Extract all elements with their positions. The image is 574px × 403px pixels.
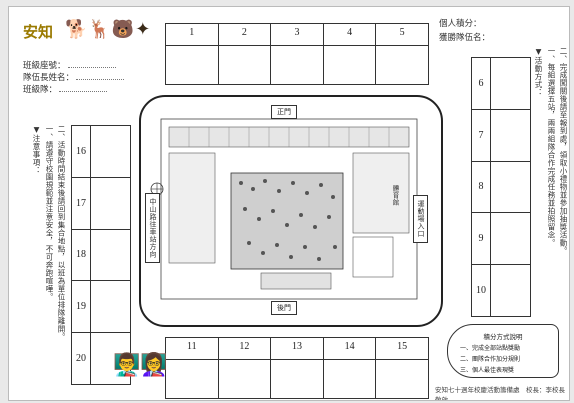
stamp-cell[interactable]: 7 [472, 108, 530, 161]
name-label: 隊伍長姓名： [23, 73, 75, 83]
stamp-number: 5 [376, 24, 428, 46]
stamp-grid-right: 6 7 8 9 10 [471, 57, 531, 317]
rules-right-line2: 二、完成闖關後請至報到處，領取小禮物並參加抽獎活動。 [559, 47, 568, 255]
class-line [67, 59, 116, 68]
badge-row-3: 三、個人最佳表現獎 [460, 367, 515, 374]
personal-score-label: 個人積分： [439, 19, 482, 29]
right-entrance-label: 運動場入口 [413, 195, 428, 243]
animal-decoration-icon: 🐕🦌🐻✦ [65, 19, 152, 40]
stamp-number: 19 [72, 281, 91, 333]
campus-map: 正門 後門 中山路往車站方向 運動場入口 體育館 [139, 95, 443, 327]
name-line [76, 71, 125, 80]
stamp-number: 14 [323, 338, 376, 360]
team-field[interactable]: 班級隊： [23, 83, 108, 95]
team-line [59, 83, 108, 92]
stamp-number: 4 [323, 24, 376, 46]
rules-left-line2: 二、活動時間結束後請回到集合地點，以班為單位排隊離開。 [57, 125, 66, 341]
stamp-cell[interactable]: 1 [166, 24, 218, 84]
stamp-number: 9 [472, 213, 491, 265]
stamp-cell[interactable]: 18 [72, 228, 130, 281]
rules-left-title: ▼注意事項： [32, 125, 41, 175]
stamp-cell[interactable]: 16 [72, 126, 130, 177]
stamp-number: 3 [271, 24, 323, 46]
stamp-cell[interactable]: 10 [472, 264, 530, 316]
stamp-cell[interactable]: 4 [322, 24, 376, 84]
stamp-number: 18 [72, 229, 91, 281]
top-gate-label: 正門 [271, 105, 297, 119]
member-label: 獲勝隊伍名： [439, 33, 491, 43]
class-label: 班級座號： [23, 61, 66, 71]
stamp-number: 10 [472, 265, 491, 316]
stamp-cell[interactable]: 8 [472, 160, 530, 213]
name-field[interactable]: 隊伍長姓名： [23, 71, 125, 83]
stamp-cell[interactable]: 12 [217, 338, 271, 398]
stamp-number: 17 [72, 177, 91, 229]
stamp-number: 16 [72, 126, 91, 177]
stamp-cell[interactable]: 11 [166, 338, 218, 398]
stamp-number: 15 [376, 338, 428, 360]
rules-right-line1: 一、每組選擇五站，兩兩組隊合作完成任務並拍照留念。 [547, 47, 556, 247]
stamp-grid-top: 1 2 3 4 5 [165, 23, 429, 85]
stamp-grid-bottom: 11 12 13 14 15 [165, 337, 429, 399]
stamp-cell[interactable]: 5 [375, 24, 428, 84]
right-building-label: 體育館 [391, 185, 399, 206]
team-label: 班級隊： [23, 85, 58, 95]
stamp-cell[interactable]: 19 [72, 280, 130, 333]
badge-title: 積分方式說明 [483, 333, 523, 341]
score-badge: 積分方式說明 一、完成全部站點獎勵 二、團隊合作加分規則 三、個人最佳表現獎 [447, 324, 559, 378]
school-logo: 安知 [23, 23, 54, 41]
stamp-cell[interactable]: 20 [72, 332, 130, 384]
stamp-cell[interactable]: 6 [472, 58, 530, 109]
bottom-gate-label: 後門 [271, 301, 297, 315]
stamp-number: 6 [472, 58, 491, 109]
worksheet-page: 安知 🐕🦌🐻✦ 個人積分： 獲勝隊伍名： 班級座號： 隊伍長姓名： 班級隊： 1… [8, 6, 570, 401]
badge-row-2: 二、團隊合作加分規則 [460, 356, 521, 363]
stamp-grid-left: 16 17 18 19 20 [71, 125, 131, 385]
stamp-number: 2 [218, 24, 271, 46]
stamp-number: 11 [166, 338, 218, 360]
rules-right-title: ▼活動方式： [534, 47, 543, 97]
stamp-cell[interactable]: 3 [270, 24, 323, 84]
stamp-cell[interactable]: 2 [217, 24, 271, 84]
stamp-number: 8 [472, 161, 491, 213]
stamp-number: 1 [166, 24, 218, 46]
badge-row-1: 一、完成全部站點獎勵 [460, 345, 521, 352]
stamp-number: 20 [72, 333, 91, 384]
class-field[interactable]: 班級座號： [23, 59, 116, 71]
stamp-number: 12 [218, 338, 271, 360]
stamp-number: 13 [271, 338, 323, 360]
stamp-cell[interactable]: 9 [472, 212, 530, 265]
stamp-cell[interactable]: 14 [322, 338, 376, 398]
stamp-number: 7 [472, 109, 491, 161]
stamp-cell[interactable]: 15 [375, 338, 428, 398]
teachers-illustration-icon: 👨‍🏫👩‍🏫 [113, 353, 168, 378]
stamp-cell[interactable]: 13 [270, 338, 323, 398]
footer-text: 安知七十週年校慶活動籌備處 校長：李校長敬啟 [435, 386, 565, 401]
campus-map-drawing [150, 118, 418, 300]
rules-left-line1: 一、請遵守校園規範並注意安全，不可奔跑喧嘩。 [45, 125, 54, 301]
left-road-label: 中山路往車站方向 [145, 193, 160, 263]
stamp-cell[interactable]: 17 [72, 176, 130, 229]
